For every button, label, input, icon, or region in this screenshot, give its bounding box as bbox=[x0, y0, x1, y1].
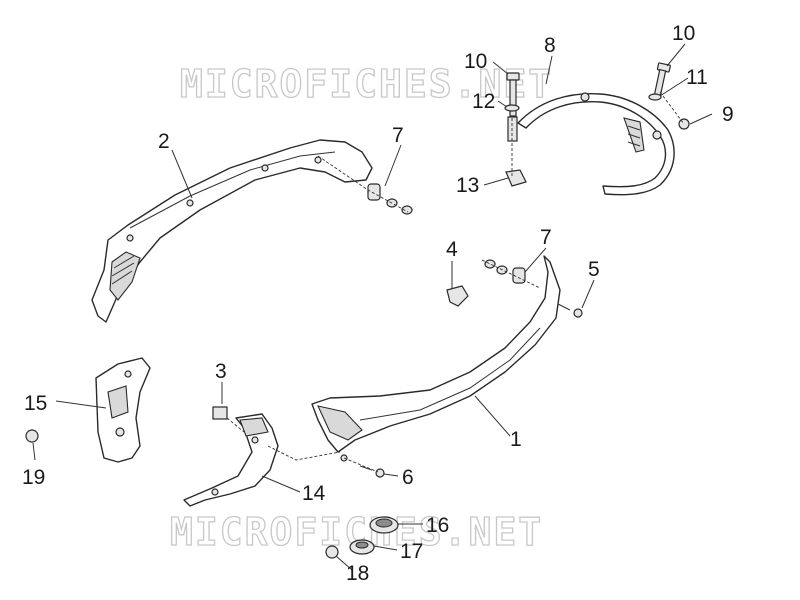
callout-3: 3 bbox=[215, 360, 227, 383]
callout-16: 16 bbox=[426, 514, 449, 537]
callout-7-upper: 7 bbox=[392, 124, 404, 147]
callout-12: 12 bbox=[472, 90, 495, 113]
callout-4: 4 bbox=[446, 238, 458, 261]
nut-9 bbox=[678, 118, 690, 130]
grommet-7-upper bbox=[367, 183, 413, 215]
callout-14: 14 bbox=[302, 482, 326, 505]
grommet-17 bbox=[349, 539, 375, 555]
callout-13: 13 bbox=[456, 174, 479, 197]
clip-nut-3 bbox=[212, 406, 228, 420]
clip-4 bbox=[446, 285, 469, 307]
spacer-tube bbox=[507, 116, 518, 142]
part-1-lower-panel bbox=[311, 255, 561, 462]
callout-5: 5 bbox=[588, 258, 600, 281]
callout-6: 6 bbox=[402, 466, 414, 489]
grommet-7-lower bbox=[484, 259, 526, 284]
screw-5 bbox=[557, 303, 583, 318]
bolt-10-left bbox=[506, 72, 520, 117]
callout-2: 2 bbox=[158, 130, 170, 153]
washer-11 bbox=[648, 93, 662, 101]
washer-12 bbox=[504, 104, 520, 112]
callout-1: 1 bbox=[510, 428, 522, 451]
callout-18: 18 bbox=[346, 562, 369, 585]
part-2-side-panel bbox=[91, 139, 373, 323]
part-15-bracket bbox=[95, 357, 151, 463]
callout-19: 19 bbox=[22, 466, 45, 489]
nut-18 bbox=[325, 545, 339, 559]
callout-7-lower: 7 bbox=[540, 226, 552, 249]
watermark-top: MICROFICHES.NET bbox=[180, 62, 553, 106]
grommet-16 bbox=[369, 516, 399, 534]
part-14-lower-bracket bbox=[183, 413, 279, 507]
callout-17: 17 bbox=[400, 540, 423, 563]
nut-19 bbox=[25, 429, 39, 443]
part-8-grab-handle bbox=[517, 92, 675, 196]
screw-6 bbox=[359, 465, 385, 478]
callout-10-right: 10 bbox=[672, 22, 695, 45]
callout-8: 8 bbox=[544, 34, 556, 57]
callout-10-left: 10 bbox=[464, 50, 487, 73]
callout-9: 9 bbox=[722, 103, 734, 126]
callout-11: 11 bbox=[686, 66, 708, 89]
callout-15: 15 bbox=[24, 392, 47, 415]
nut-13 bbox=[505, 169, 527, 187]
